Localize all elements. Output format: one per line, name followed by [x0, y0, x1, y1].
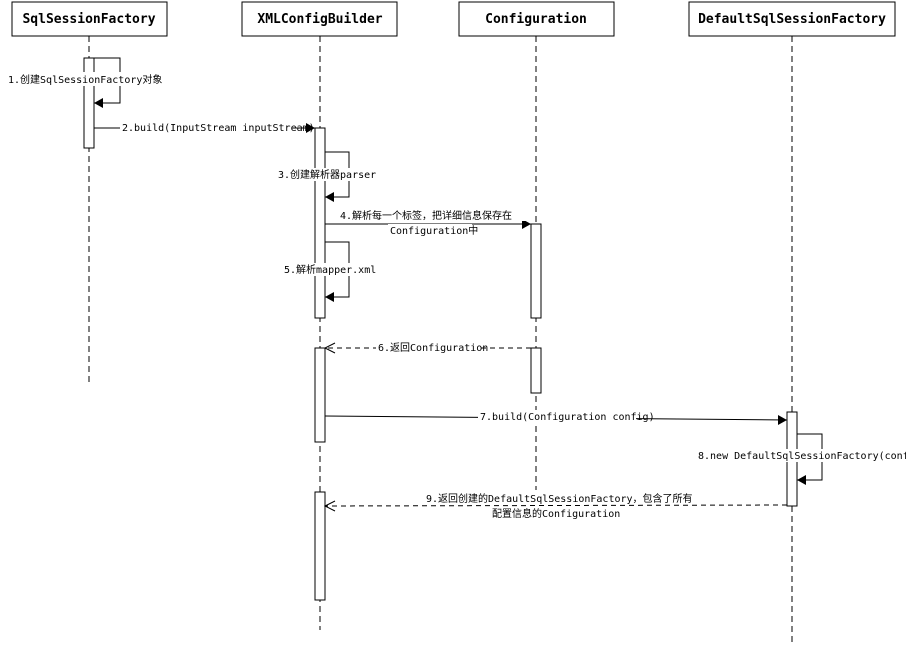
message-6: 6.返回Configuration [323, 341, 531, 354]
message-label: 1.创建SqlSessionFactory对象 [8, 73, 162, 86]
message-1: 1.创建SqlSessionFactory对象 [6, 57, 176, 108]
message-8: 8.new DefaultSqlSessionFactory(config) [696, 433, 906, 485]
message-4: 4.解析每一个标签，把详细信息保存在 Configuration中 [325, 209, 531, 237]
message-label: 3.创建解析器parser [278, 168, 376, 181]
activation-xmlconfigbuilder-3 [314, 491, 326, 601]
participant-sqlsessionfactory: SqlSessionFactory [11, 1, 168, 37]
message-5: 5.解析mapper.xml [282, 241, 376, 302]
message-label: 9.返回创建的DefaultSqlSessionFactory，包含了所有 [426, 492, 693, 505]
participant-defaultsqlsessionfactory: DefaultSqlSessionFactory [688, 1, 896, 37]
message-label: Configuration中 [390, 224, 478, 237]
message-label: 2.build(InputStream inputStream) [122, 123, 315, 134]
activation-configuration-2 [530, 347, 542, 394]
activation-xmlconfigbuilder-1 [314, 127, 326, 319]
message-label: 7.build(Configuration config) [480, 412, 655, 423]
participant-label: Configuration [485, 12, 587, 27]
message-label: 8.new DefaultSqlSessionFactory(config) [698, 451, 906, 462]
message-label: 4.解析每一个标签，把详细信息保存在 [340, 209, 512, 222]
participant-label: DefaultSqlSessionFactory [698, 12, 886, 27]
message-label: 5.解析mapper.xml [284, 263, 376, 276]
activation-sqlsessionfactory [83, 57, 95, 149]
message-7: 7.build(Configuration config) [324, 410, 788, 425]
activation-configuration-1 [530, 223, 542, 319]
participant-label: SqlSessionFactory [22, 12, 155, 27]
message-label: 配置信息的Configuration [492, 507, 620, 520]
activation-xmlconfigbuilder-2 [314, 347, 326, 443]
participant-configuration: Configuration [458, 1, 615, 37]
message-3: 3.创建解析器parser [276, 151, 376, 202]
participant-label: XMLConfigBuilder [257, 12, 382, 27]
message-label: 6.返回Configuration [378, 342, 488, 354]
message-9: 9.返回创建的DefaultSqlSessionFactory，包含了所有 配置… [323, 492, 788, 520]
message-2: 2.build(InputStream inputStream) [94, 121, 315, 134]
participant-xmlconfigbuilder: XMLConfigBuilder [241, 1, 398, 37]
